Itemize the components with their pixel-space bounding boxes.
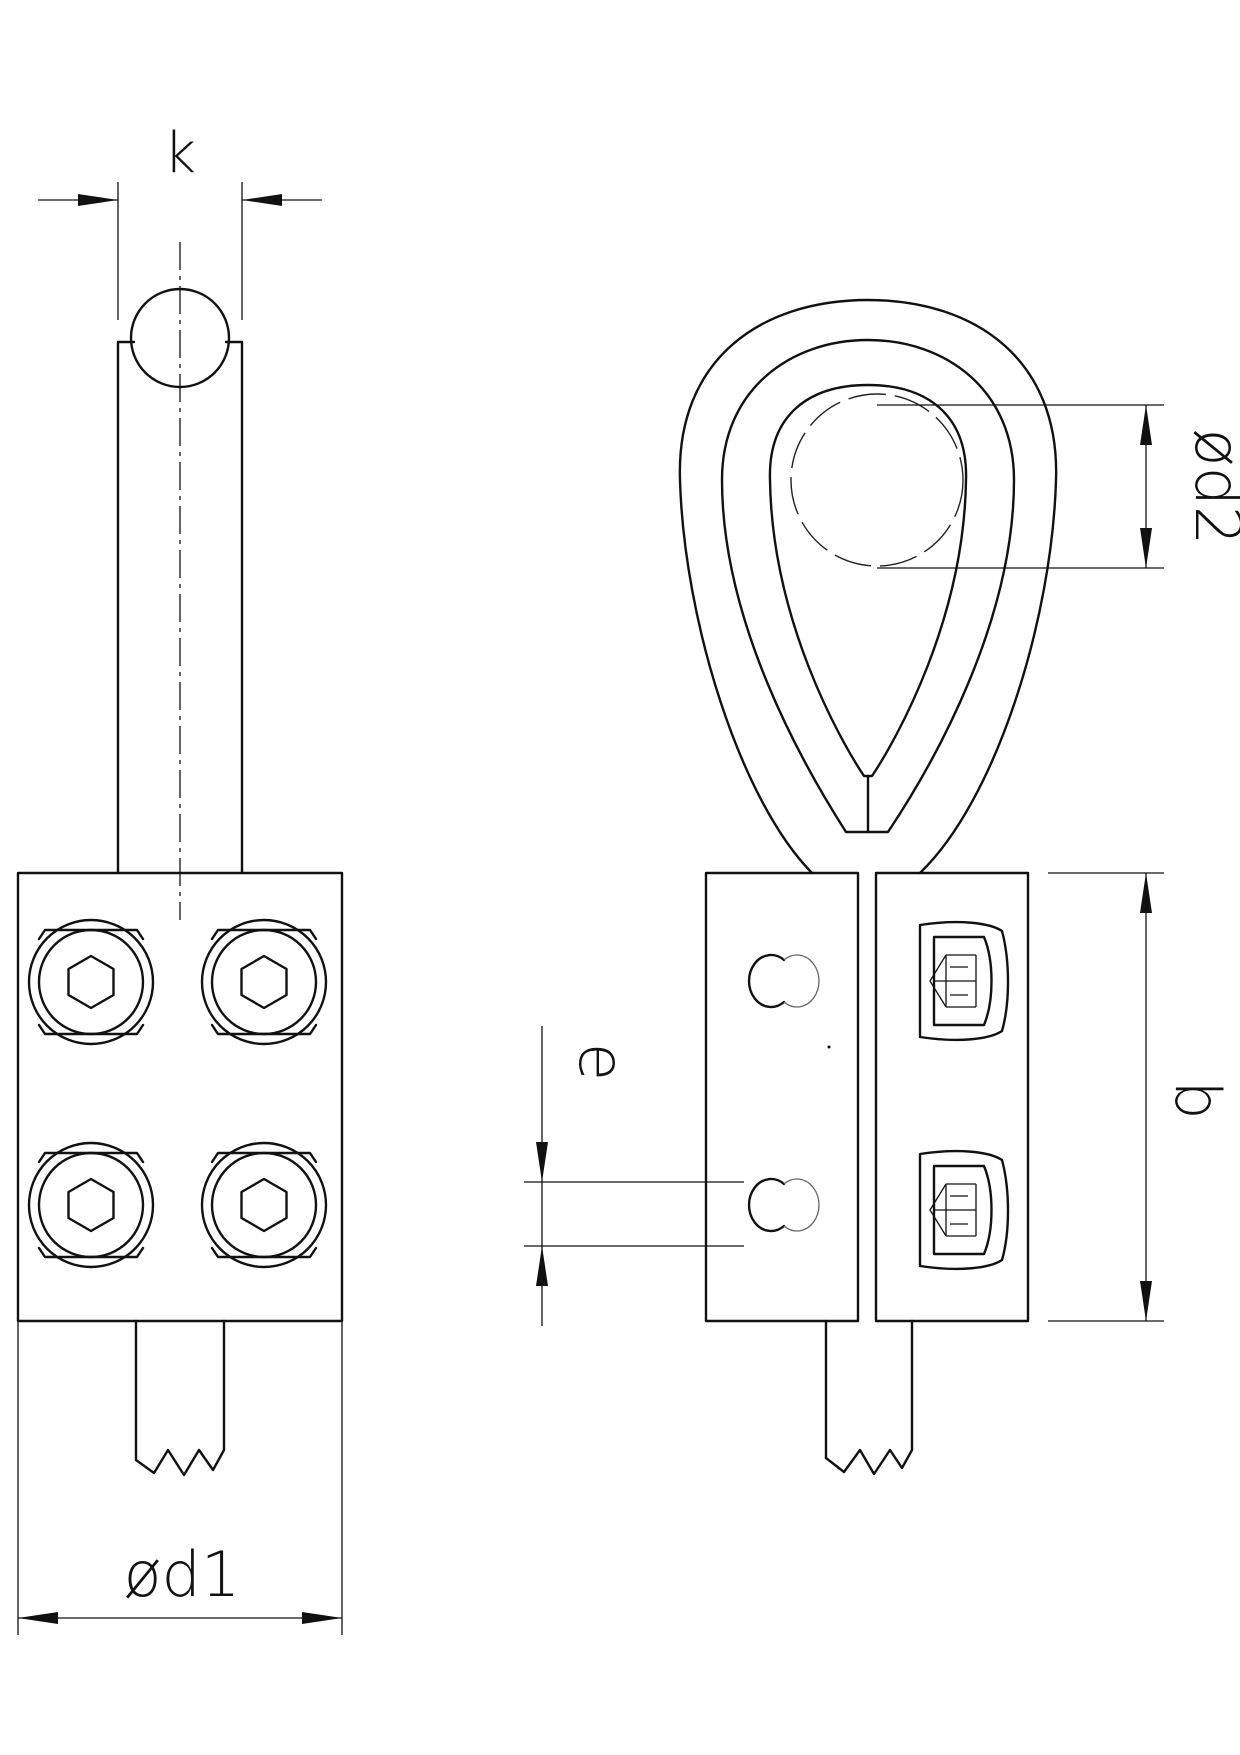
dimension-d2: ød2 xyxy=(877,404,1240,569)
screw-hole-icon xyxy=(747,953,820,1009)
rope-tail-side xyxy=(824,1319,914,1476)
rope-tail xyxy=(134,1319,226,1477)
dimension-k: k xyxy=(38,121,322,320)
clamp-half-left xyxy=(704,871,860,1323)
socket-screw-icon xyxy=(27,918,155,1046)
label-k: k xyxy=(164,121,196,186)
thimble-outer xyxy=(720,338,1016,834)
front-view: k ød1 xyxy=(16,121,344,1635)
hidden-pin xyxy=(790,393,964,567)
socket-screw-icon xyxy=(200,918,328,1046)
mark-dot xyxy=(827,1045,831,1049)
screw-hole-icon xyxy=(747,1177,820,1233)
label-b: b xyxy=(1161,1080,1234,1119)
thimble-inner xyxy=(768,383,968,778)
screw-pocket-icon xyxy=(918,1149,1010,1271)
dimension-b: b xyxy=(1048,872,1234,1322)
socket-screw-icon xyxy=(200,1141,328,1269)
side-view: ød2 e b xyxy=(524,298,1240,1476)
screw-pocket-icon xyxy=(918,920,1010,1042)
dimension-d1: ød1 xyxy=(17,1321,343,1635)
label-d1: ød1 xyxy=(124,1538,241,1611)
socket-screw-icon xyxy=(27,1141,155,1269)
label-d2: ød2 xyxy=(1181,429,1240,546)
clamp-half-right xyxy=(874,871,1030,1323)
rope-loop-outer xyxy=(678,298,1058,875)
label-e: e xyxy=(565,1043,638,1081)
clamp-block xyxy=(16,871,344,1323)
dimension-e: e xyxy=(524,1026,744,1326)
